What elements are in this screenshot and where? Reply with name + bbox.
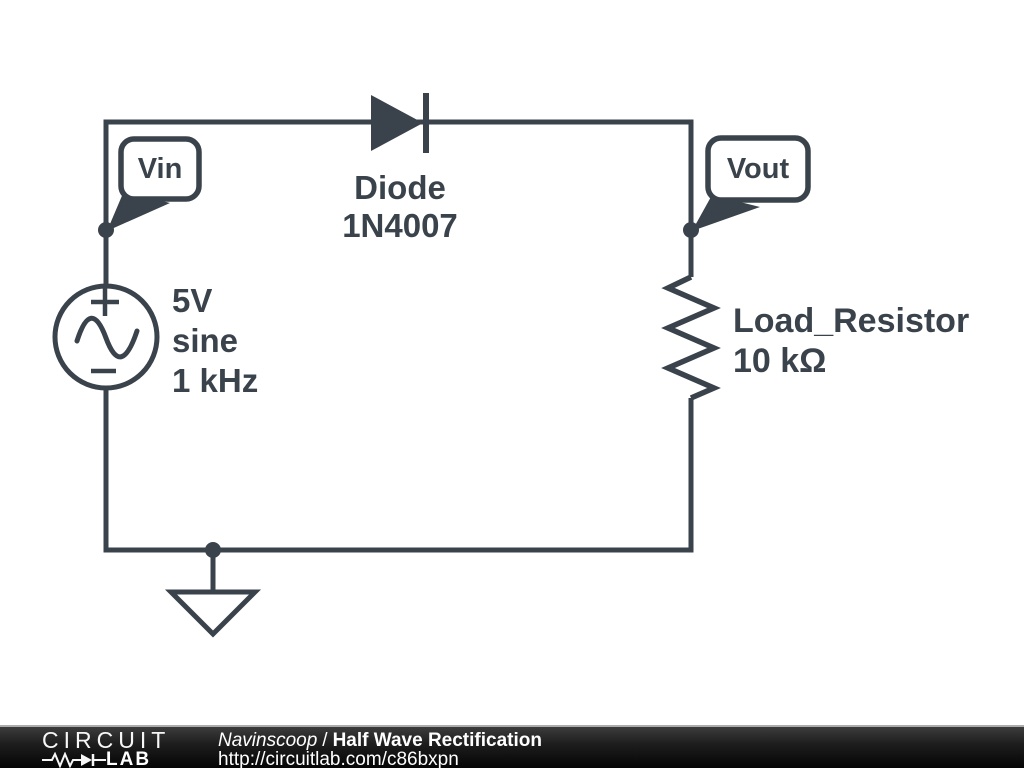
vout-bubble-box [705, 135, 811, 203]
circuitlab-logo: CIRCUIT LAB [42, 729, 170, 768]
resistor-zigzag [661, 274, 721, 401]
ground-icon[interactable] [164, 550, 262, 638]
node-dot-vin [98, 222, 114, 238]
resistor-icon[interactable] [661, 274, 721, 401]
source-waveform-label: sine [172, 322, 239, 359]
ground-triangle [164, 589, 262, 638]
vin-net-label[interactable]: Vin [137, 152, 183, 185]
author-name: Navinscoop [218, 730, 318, 751]
node-dot-ground [205, 542, 221, 558]
logo-wordmark-circuit: CIRCUIT [42, 727, 171, 753]
circuit-title: Half Wave Rectification [332, 730, 542, 751]
resistor-diode-icon [42, 751, 106, 768]
vout-bubble-tail [692, 195, 760, 231]
footer-bar: CIRCUIT LAB Navinscoop/Half Wave Rectifi… [0, 725, 1024, 768]
vin-bubble[interactable] [107, 136, 202, 231]
sine-wave-glyph [74, 315, 140, 360]
diode-icon[interactable] [371, 93, 429, 153]
source-frequency-label: 1 kHz [172, 362, 259, 399]
resistor-value-label: 10 kΩ [733, 342, 827, 380]
junction-nodes [98, 222, 699, 558]
footer-caption: Navinscoop/Half Wave Rectification http:… [218, 731, 542, 768]
node-dot-vout [683, 222, 699, 238]
caption-separator: / [322, 730, 328, 751]
resistor-name-label: Load_Resistor [733, 302, 970, 340]
logo-wordmark-lab: LAB [106, 749, 152, 768]
vin-bubble-box [118, 136, 202, 202]
sine-source-icon[interactable] [52, 283, 160, 391]
polarity-marks [91, 288, 119, 374]
source-amplitude-label: 5V [172, 282, 213, 319]
diode-value-label: 1N4007 [342, 207, 458, 244]
vout-net-label[interactable]: Vout [726, 152, 790, 185]
circuit-url[interactable]: http://circuitlab.com/c86bxpn [218, 749, 459, 768]
diode-name-label: Diode [354, 169, 446, 206]
vout-bubble[interactable] [692, 135, 811, 231]
source-properties-label: 5V sine 1 kHz [172, 281, 258, 401]
diode-anode-triangle [371, 95, 423, 151]
circuit-drawing [52, 93, 811, 638]
wire-bottom-loop [103, 388, 694, 553]
